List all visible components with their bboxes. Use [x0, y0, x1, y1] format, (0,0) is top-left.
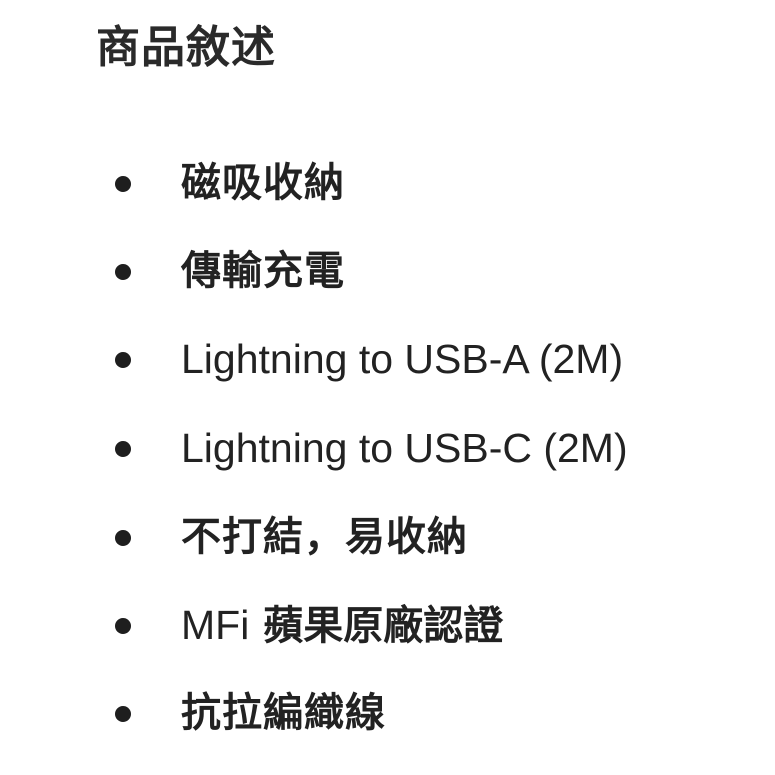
feature-text: 傳輸充電 [181, 248, 345, 294]
bullet-icon [115, 618, 131, 634]
feature-item-tangle-free: 不打結，易收納 [0, 509, 775, 565]
feature-item-charge-transfer: 傳輸充電 [0, 243, 775, 299]
feature-item-mfi-certified: MFi 蘋果原廠認證 [0, 597, 775, 653]
section-title: 商品敘述 [96, 22, 276, 73]
feature-text: 抗拉編織線 [181, 690, 386, 736]
feature-text: MFi 蘋果原廠認證 [181, 597, 503, 654]
feature-item-lightning-usb-c: Lightning to USB-C (2M) [0, 420, 775, 476]
bullet-icon [115, 530, 131, 546]
bullet-icon [115, 441, 131, 457]
bullet-icon [115, 264, 131, 280]
feature-item-magnetic-storage: 磁吸收納 [0, 155, 775, 211]
feature-text: Lightning to USB-C (2M) [181, 425, 628, 471]
feature-text: Lightning to USB-A (2M) [181, 336, 624, 382]
feature-text: 不打結，易收納 [181, 514, 468, 560]
certification-label: 蘋果原廠認證 [263, 603, 504, 649]
bullet-icon [115, 176, 131, 192]
feature-item-lightning-usb-a: Lightning to USB-A (2M) [0, 331, 775, 387]
bullet-icon [115, 352, 131, 368]
bullet-icon [115, 706, 131, 722]
feature-item-braided-cable: 抗拉編織線 [0, 685, 775, 741]
mfi-label: MFi [181, 602, 250, 648]
feature-text: 磁吸收納 [181, 160, 345, 206]
